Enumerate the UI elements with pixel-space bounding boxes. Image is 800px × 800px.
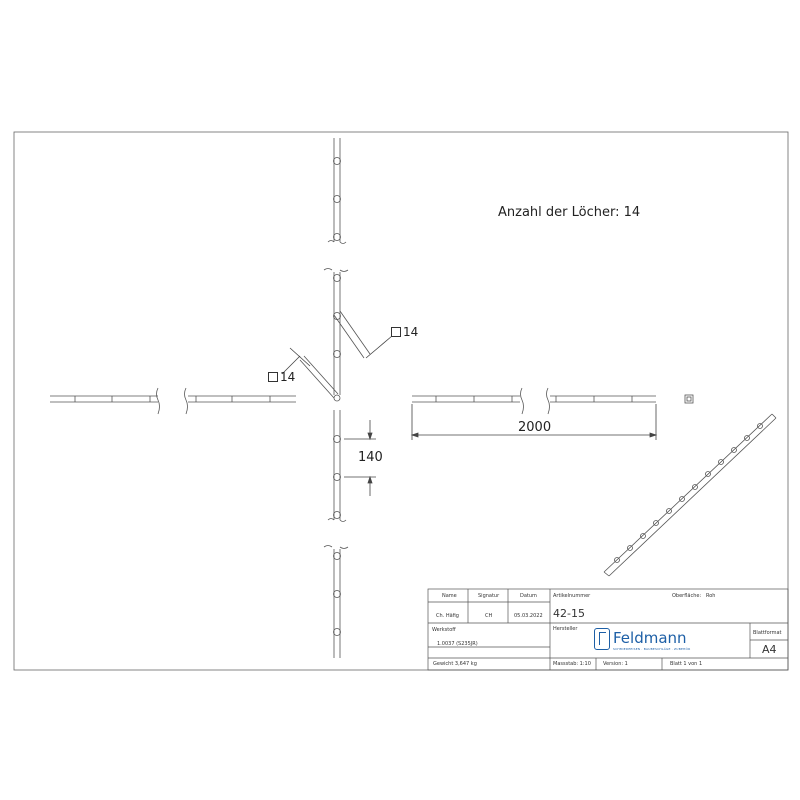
tb-material-label: Werkstoff xyxy=(432,627,456,633)
tb-version: Version: 1 xyxy=(603,661,628,667)
feldmann-logo-icon xyxy=(594,628,610,650)
tb-sheet: Blatt 1 von 1 xyxy=(670,661,703,667)
tb-article-no: 42-15 xyxy=(553,607,585,620)
dimension-140 xyxy=(344,420,376,496)
tb-format-value: A4 xyxy=(762,643,777,656)
bar-segment-lower xyxy=(327,410,347,522)
feldmann-logo: Feldmann SCHMIEDEEISEN · BAUBESCHLÄGE · … xyxy=(594,628,714,656)
tb-manufacturer-label: Hersteller xyxy=(553,626,578,632)
square-symbol-icon xyxy=(391,327,401,337)
dimension-spacing-label: 140 xyxy=(358,450,383,465)
section-view xyxy=(684,394,694,404)
logo-name: Feldmann xyxy=(613,629,687,647)
tb-material-value: 1.0037 (S235JR) xyxy=(437,641,478,647)
tb-signature-value: CH xyxy=(485,613,493,619)
bar-horizontal-left xyxy=(50,387,296,415)
dimension-length-label: 2000 xyxy=(518,420,552,435)
bar-segment-upper xyxy=(323,268,371,395)
square-size-label-1: 14 xyxy=(391,325,418,339)
tb-surface-value: Roh xyxy=(706,593,716,599)
logo-tagline: SCHMIEDEEISEN · BAUBESCHLÄGE · ZUBEHÖR xyxy=(613,647,691,651)
square-size-label-2: 14 xyxy=(268,370,295,384)
sheet-frame xyxy=(13,131,789,671)
tb-format-label: Blattformat xyxy=(753,630,782,636)
tb-header-surface: Oberfläche: xyxy=(672,593,702,599)
holes-count-note: Anzahl der Löcher: 14 xyxy=(498,205,641,220)
tb-header-signature: Signatur xyxy=(478,593,500,599)
title-block xyxy=(427,588,789,671)
tb-name-value: Ch. Häfig xyxy=(436,613,459,619)
tb-weight: Gewicht 3,647 kg xyxy=(433,661,477,667)
dimension-2000 xyxy=(410,404,658,440)
tb-header-article-no: Artikelnummer xyxy=(553,593,591,599)
isometric-bar xyxy=(603,413,777,577)
tb-scale: Massstab: 1:10 xyxy=(553,661,591,667)
tb-header-date: Datum xyxy=(520,593,537,599)
square-symbol-icon xyxy=(268,372,278,382)
tb-header-name: Name xyxy=(442,593,457,599)
bar-segment-top xyxy=(327,138,347,244)
bar-horizontal-right xyxy=(412,387,656,415)
bar-segment-bottom xyxy=(323,545,349,658)
tb-date-value: 05.03.2022 xyxy=(514,613,543,619)
